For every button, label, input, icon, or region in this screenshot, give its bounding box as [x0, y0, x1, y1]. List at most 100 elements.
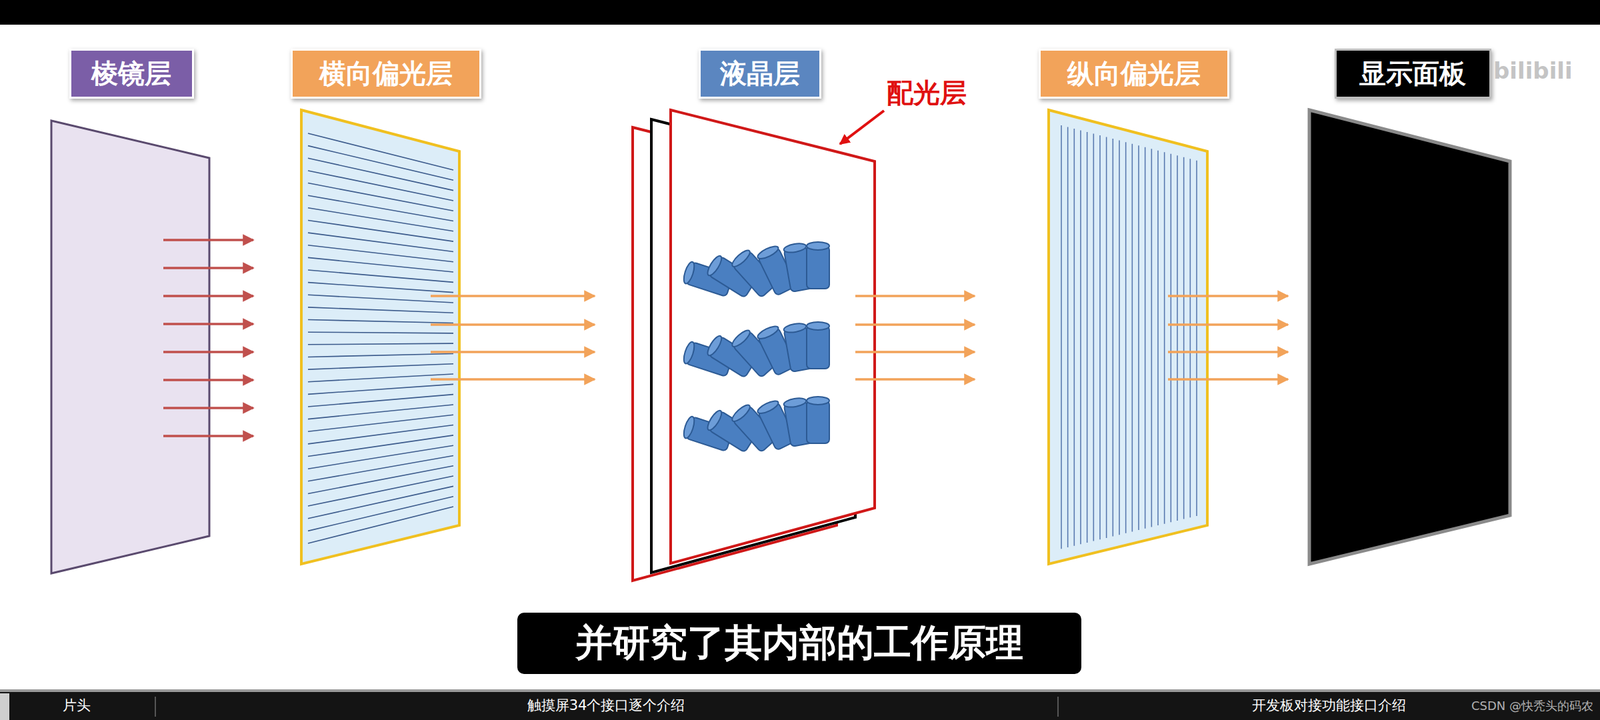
polarizer-line — [308, 170, 454, 201]
polarizer-line — [1112, 138, 1114, 536]
polarizer-line — [308, 445, 454, 469]
polarizer-lines — [308, 133, 454, 544]
watermark: bilibili — [1493, 57, 1573, 84]
polarizer-line — [1164, 152, 1166, 524]
alignment-sheet — [670, 110, 875, 564]
polarizer-line — [1132, 144, 1134, 532]
lc-molecules — [682, 242, 830, 453]
chapter-title: 触摸屏34个接口逐个介绍 — [527, 696, 686, 715]
polarizer-line — [1080, 130, 1082, 545]
polarizer-line — [308, 435, 454, 457]
polarizer-line — [1125, 142, 1127, 534]
layer-tag: 横向偏光层 — [290, 48, 482, 99]
polarizer-line — [308, 320, 454, 324]
light-arrows — [430, 296, 595, 380]
progress-bar — [0, 689, 1600, 692]
lc-molecule — [806, 322, 830, 369]
light-arrow — [855, 294, 975, 298]
chapter-title: 片头 — [62, 696, 91, 715]
bottom-bar — [0, 691, 1600, 720]
polarizer-line — [308, 282, 454, 293]
polarizer-line — [1144, 147, 1146, 529]
node-text: 横向偏光层 — [319, 55, 453, 92]
polarizer-line — [308, 208, 454, 232]
light-arrows — [1168, 296, 1288, 380]
polarizer-line — [1093, 134, 1095, 542]
light-arrow — [430, 323, 595, 326]
polarizer-line — [308, 496, 454, 532]
polarizer-line — [308, 384, 454, 394]
polarizer-line — [1190, 158, 1192, 518]
polarizer-line — [308, 414, 454, 432]
lc-molecule — [806, 396, 830, 444]
chapter-divider — [1057, 696, 1059, 717]
polarizer-panel — [1048, 110, 1208, 564]
node-text: 并研究了其内部的工作原理 — [575, 618, 1024, 669]
chapter-divider — [154, 696, 156, 717]
polarizer-line — [308, 133, 454, 170]
watermark: CSDN @快秃头的码农 — [1471, 698, 1594, 714]
chapter-title: 开发板对接功能接口介绍 — [1252, 696, 1406, 715]
light-arrow — [430, 350, 595, 354]
light-arrow — [855, 350, 975, 354]
polarizer-line — [1157, 150, 1159, 526]
light-arrow — [163, 350, 254, 354]
polarizer-line — [1183, 157, 1185, 520]
polarizer-line — [308, 353, 454, 357]
polarizer-line — [1060, 125, 1062, 549]
polarizer-line — [1196, 160, 1198, 516]
node-text: 纵向偏光层 — [1067, 55, 1201, 92]
light-arrow — [163, 434, 254, 438]
light-arrows — [163, 240, 254, 436]
light-arrow — [163, 238, 254, 242]
top-bar — [0, 0, 1600, 25]
layer-tag: 显示面板 — [1334, 48, 1492, 99]
polarizer-line — [1067, 126, 1069, 548]
polarizer-line — [308, 232, 454, 252]
polarizer-line — [308, 257, 454, 272]
polarizer-line — [1099, 135, 1101, 540]
polarizer-line — [1074, 128, 1076, 546]
light-arrow — [855, 378, 975, 381]
light-arrow — [430, 378, 595, 381]
light-arrow — [1168, 350, 1288, 354]
light-arrow — [163, 378, 254, 382]
display-panel — [1309, 110, 1510, 564]
polarizer-line — [308, 195, 454, 221]
light-arrow — [163, 266, 254, 270]
light-arrows — [855, 296, 975, 380]
layer-tag: 纵向偏光层 — [1038, 48, 1230, 99]
lc-molecule — [806, 242, 830, 289]
light-arrow — [1168, 378, 1288, 381]
light-arrow — [163, 322, 254, 326]
polarizer-line — [308, 425, 454, 444]
light-arrow — [163, 294, 254, 298]
node-text: 显示面板 — [1359, 55, 1466, 92]
polarizer-line — [1176, 155, 1178, 521]
polarizer-line — [308, 270, 454, 282]
polarizer-line — [308, 220, 454, 242]
light-arrow — [163, 406, 254, 410]
polarizer-line — [308, 506, 454, 544]
light-arrow — [430, 294, 595, 298]
leader-arrow — [840, 110, 884, 144]
polarizer-line — [308, 183, 454, 212]
light-arrow — [1168, 294, 1288, 298]
polarizer-line — [1086, 132, 1088, 543]
polarizer-line — [1138, 145, 1140, 530]
polarizer-panel — [301, 110, 460, 564]
layer-tag: 液晶层 — [698, 48, 822, 99]
polarizer-line — [308, 364, 454, 370]
polarizer-line — [308, 374, 454, 382]
polarizer-line — [1151, 148, 1153, 527]
polarizer-line — [1170, 154, 1172, 523]
subtitle-box: 并研究了其内部的工作原理 — [517, 612, 1082, 674]
callout-label: 配光层 — [886, 74, 967, 112]
polarizer-line — [308, 307, 454, 313]
progress-marker — [0, 693, 10, 720]
node-text: 液晶层 — [720, 55, 800, 92]
polarizer-line — [308, 343, 454, 345]
